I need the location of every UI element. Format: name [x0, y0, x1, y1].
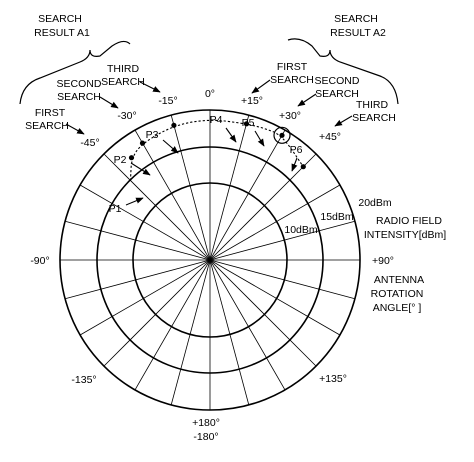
angle-label-plus-180: +180° — [192, 417, 220, 429]
arrow-left-second-search — [99, 96, 119, 109]
highlight-circle-p5 — [273, 126, 291, 144]
point-label-p5: P5 — [242, 117, 255, 129]
angle-label-minus-180: -180° — [193, 431, 218, 443]
intensity-curve — [129, 119, 304, 181]
angle-label-plus-135: +135° — [319, 373, 347, 385]
angle-label-minus-90: -90° — [30, 255, 49, 267]
spoke-165 — [170, 114, 250, 406]
arrow-right-second-search — [297, 93, 317, 107]
point-leader-p4 — [225, 127, 237, 143]
point-leader-p1 — [125, 197, 144, 206]
brace-search-result-a1 — [19, 40, 131, 105]
right-first-search-line1: FIRST — [277, 61, 308, 73]
rotation-label-line2: ROTATION — [371, 288, 424, 300]
left-third-search-line1: THIRD — [107, 63, 139, 75]
search-result-a1-line2: RESULT A1 — [34, 27, 90, 39]
angle-label-plus-90: +90° — [372, 255, 394, 267]
angle-label-minus-135: -135° — [71, 374, 96, 386]
point-leader-p3 — [162, 139, 179, 154]
brace-search-result-a2 — [287, 38, 399, 105]
right-third-search-line2: SEARCH — [352, 112, 396, 124]
intensity-label-line1: RADIO FIELD — [376, 215, 442, 227]
arrow-left-third-search — [139, 81, 161, 93]
point-p3 — [171, 122, 177, 128]
left-first-search-line2: SEARCH — [25, 120, 69, 132]
point-label-p4: P4 — [210, 114, 223, 126]
point-leader-p6 — [291, 157, 298, 172]
angle-label-minus-15: -15° — [158, 95, 177, 107]
angle-label-0: 0° — [205, 88, 215, 100]
ring-15dbm — [96, 146, 324, 374]
search-result-a1-line1: SEARCH — [38, 13, 82, 25]
ring-label-15dbm: 15dBm — [320, 211, 354, 223]
angle-spokes — [60, 110, 360, 410]
arrow-right-third-search — [334, 115, 353, 127]
point-p1 — [128, 155, 135, 161]
point-leader-p2 — [130, 162, 151, 176]
left-third-search-line2: SEARCH — [101, 76, 145, 88]
right-second-search-line2: SEARCH — [315, 88, 359, 100]
right-second-search-line1: SECOND — [315, 75, 360, 87]
point-label-p6: P6 — [290, 144, 303, 156]
ring-label-20dbm: 20dBm — [358, 197, 392, 209]
rotation-label-line1: ANTENNA — [374, 274, 424, 286]
point-p5 — [279, 132, 285, 138]
right-first-search-line2: SEARCH — [270, 74, 314, 86]
right-third-search-line1: THIRD — [356, 99, 388, 111]
left-first-search-line1: FIRST — [35, 107, 66, 119]
ring-20dbm — [59, 109, 361, 411]
point-leader-p5 — [254, 130, 265, 147]
rotation-label-line3: ANGLE[° ] — [373, 302, 422, 314]
point-p6 — [300, 164, 306, 170]
point-label-p3: P3 — [146, 129, 159, 141]
point-p2 — [139, 140, 146, 146]
arrow-right-first-search — [251, 79, 271, 94]
angle-label-minus-45: -45° — [80, 137, 99, 149]
ring-10dbm — [132, 182, 288, 338]
search-result-a2-line2: RESULT A2 — [330, 27, 386, 39]
arrow-left-first-search — [65, 123, 85, 135]
ring-label-10dbm: 10dBm — [284, 224, 318, 236]
point-p4 — [243, 121, 250, 127]
search-result-a2-line1: SEARCH — [334, 13, 378, 25]
intensity-label-line2: INTENSITY[dBm] — [364, 229, 446, 241]
left-second-search-line2: SEARCH — [57, 91, 101, 103]
angle-label-plus-45: +45° — [319, 131, 341, 143]
point-label-p1: P1 — [109, 203, 122, 215]
angle-label-plus-30: +30° — [279, 110, 301, 122]
angle-label-plus-15: +15° — [241, 95, 263, 107]
angle-label-minus-30: -30° — [117, 110, 136, 122]
left-second-search-line1: SECOND — [57, 78, 102, 90]
point-label-p2: P2 — [114, 154, 127, 166]
